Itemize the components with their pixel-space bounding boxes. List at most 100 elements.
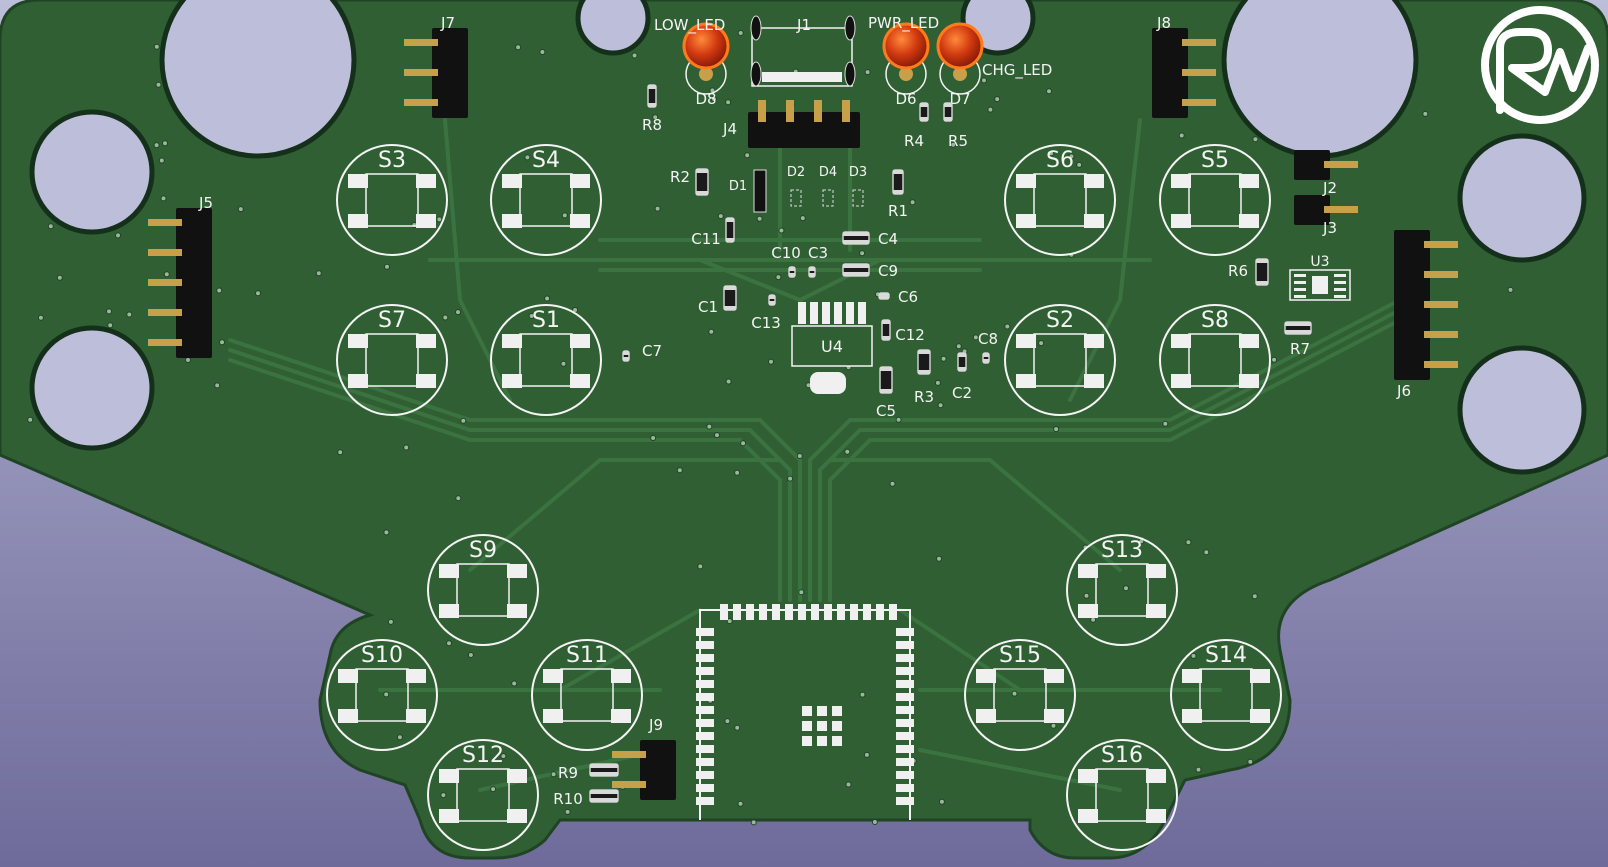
component-ref-label: R2 xyxy=(670,168,690,186)
capacitor-c3[interactable] xyxy=(808,266,816,278)
via xyxy=(1251,593,1258,600)
via xyxy=(650,435,657,441)
resistor-r1[interactable] xyxy=(892,169,904,195)
connector-ref-label: J5 xyxy=(198,194,213,212)
switch-s12[interactable]: S12 xyxy=(427,739,539,851)
led-ref-label: D7 xyxy=(949,90,970,108)
switch-s15[interactable]: S15 xyxy=(964,639,1076,751)
capacitor-c8[interactable] xyxy=(982,352,990,364)
resistor-r6[interactable] xyxy=(1255,258,1269,286)
component-ref-label: C3 xyxy=(808,244,828,262)
diode-d4[interactable] xyxy=(822,189,834,207)
switch-s5[interactable]: S5 xyxy=(1159,144,1271,256)
capacitor-c11[interactable] xyxy=(725,217,735,243)
component-ref-label: C5 xyxy=(876,402,896,420)
switch-s2[interactable]: S2 xyxy=(1004,304,1116,416)
switch-s16[interactable]: S16 xyxy=(1066,739,1178,851)
connector-j7[interactable] xyxy=(404,28,468,118)
ic-ref-label: U4 xyxy=(821,337,843,356)
switch-label: S13 xyxy=(1101,538,1143,563)
capacitor-c12[interactable] xyxy=(881,319,891,341)
resistor-r8[interactable] xyxy=(647,84,657,108)
connector-j1[interactable] xyxy=(750,15,856,87)
led-ref-label: D6 xyxy=(895,90,916,108)
switch-s4[interactable]: S4 xyxy=(490,144,602,256)
ic-u3[interactable] xyxy=(1289,269,1351,301)
connector-j3[interactable] xyxy=(1294,195,1358,225)
connector-ref-label: J7 xyxy=(440,14,455,32)
connector-j8[interactable] xyxy=(1152,28,1216,118)
switch-s8[interactable]: S8 xyxy=(1159,304,1271,416)
connector-ref-label: J6 xyxy=(1396,382,1411,400)
diode-d1[interactable] xyxy=(753,169,767,213)
switch-s1[interactable]: S1 xyxy=(490,304,602,416)
connector-j4[interactable] xyxy=(748,100,860,148)
resistor-r9[interactable] xyxy=(589,763,619,777)
capacitor-c5[interactable] xyxy=(879,366,893,394)
connector-j9[interactable] xyxy=(612,740,676,800)
led-d8[interactable] xyxy=(682,22,730,95)
via xyxy=(909,199,916,206)
via xyxy=(845,781,852,788)
ic-ref-label: U3 xyxy=(1310,254,1329,270)
capacitor-c10[interactable] xyxy=(788,266,796,278)
led-d7[interactable] xyxy=(936,22,984,95)
via xyxy=(724,718,731,725)
capacitor-c2[interactable] xyxy=(957,352,967,372)
capacitor-c13[interactable] xyxy=(768,294,776,306)
connector-j6[interactable] xyxy=(1394,230,1458,380)
via xyxy=(255,290,261,297)
via xyxy=(1046,88,1052,95)
switch-s6[interactable]: S6 xyxy=(1004,144,1116,256)
via xyxy=(710,96,717,102)
via xyxy=(1048,150,1055,157)
module-footprint[interactable] xyxy=(696,604,914,820)
connector-ref-label: J1 xyxy=(796,16,811,34)
capacitor-c9[interactable] xyxy=(842,263,870,277)
ic-u4[interactable] xyxy=(791,302,873,394)
diode-ref-label: D4 xyxy=(819,165,837,180)
led-net-label: LOW_LED xyxy=(654,16,725,35)
switch-s11[interactable]: S11 xyxy=(531,639,643,751)
switch-label: S11 xyxy=(566,643,608,668)
resistor-r4[interactable] xyxy=(919,102,929,122)
via xyxy=(863,751,870,758)
switch-s9[interactable]: S9 xyxy=(427,534,539,646)
component-ref-label: R10 xyxy=(553,790,583,808)
switch-s10[interactable]: S10 xyxy=(326,639,438,751)
diode-d2[interactable] xyxy=(790,189,802,207)
via xyxy=(163,271,170,278)
capacitor-c1[interactable] xyxy=(723,285,737,311)
switch-s7[interactable]: S7 xyxy=(336,304,448,416)
resistor-r5[interactable] xyxy=(943,102,953,122)
via xyxy=(528,313,535,319)
via xyxy=(706,423,713,430)
resistor-r3[interactable] xyxy=(917,349,931,375)
component-ref-label: R5 xyxy=(948,132,968,150)
via xyxy=(798,589,805,596)
resistor-r2[interactable] xyxy=(695,168,709,196)
switch-s14[interactable]: S14 xyxy=(1170,639,1282,751)
via xyxy=(56,274,63,281)
connector-j5[interactable] xyxy=(148,208,212,358)
switch-s13[interactable]: S13 xyxy=(1066,534,1178,646)
component-ref-label: R7 xyxy=(1290,340,1310,358)
capacitor-c6[interactable] xyxy=(878,292,890,300)
resistor-r7[interactable] xyxy=(1284,321,1312,335)
switch-s3[interactable]: S3 xyxy=(336,144,448,256)
diode-ref-label: D2 xyxy=(787,165,805,180)
capacitor-c7[interactable] xyxy=(622,350,630,362)
via xyxy=(725,378,732,385)
connector-j2[interactable] xyxy=(1294,150,1358,180)
via xyxy=(654,205,661,212)
via xyxy=(750,819,757,826)
switch-label: S12 xyxy=(462,743,504,768)
via xyxy=(115,232,121,239)
via xyxy=(237,206,244,213)
capacitor-c4[interactable] xyxy=(842,231,870,245)
resistor-r10[interactable] xyxy=(589,789,619,803)
diode-d3[interactable] xyxy=(852,189,864,207)
led-d6[interactable] xyxy=(882,22,930,95)
connector-ref-label: J8 xyxy=(1156,14,1171,32)
